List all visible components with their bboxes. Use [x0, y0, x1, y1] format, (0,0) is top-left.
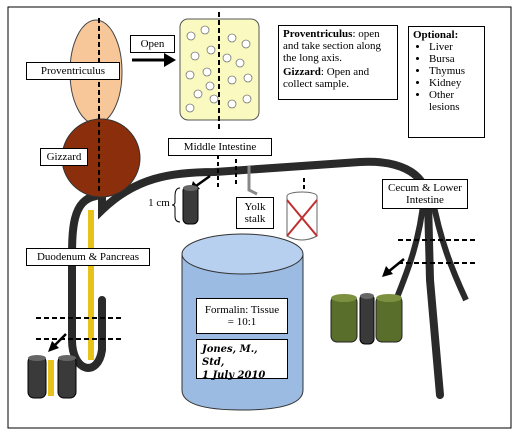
- jar-note-label: Jones, M., Std, 1 July 2010: [196, 339, 288, 381]
- middle-sample-top: [183, 185, 198, 191]
- optional-item: Liver: [429, 41, 480, 53]
- yolk-stalk: [247, 166, 258, 196]
- label-yolk-stalk: Yolk stalk: [236, 197, 274, 229]
- optional-item: Bursa: [429, 53, 480, 65]
- duodenum-samples: [27, 355, 77, 399]
- cecum-arrow: [387, 258, 405, 273]
- one-cm-brace: [171, 187, 181, 223]
- discard-x-2: [286, 199, 318, 237]
- label-gizzard: Gizzard: [40, 148, 88, 166]
- optional-box: Optional: Liver Bursa Thymus Kidney Othe…: [408, 26, 485, 138]
- cecum-samples: [330, 293, 403, 345]
- proventriculus-instruction: Proventriculus: open and take section al…: [283, 28, 382, 64]
- label-proventriculus: Proventriculus: [26, 62, 120, 80]
- optional-item: Other lesions: [429, 89, 480, 113]
- label-middle-intestine: Middle Intestine: [168, 138, 272, 156]
- formalin-ratio-label: Formalin: Tissue = 10:1: [196, 298, 288, 334]
- mucosa-glands: [185, 25, 253, 113]
- outer-frame: [7, 6, 512, 429]
- optional-title: Optional:: [413, 29, 459, 41]
- label-cecum-lower: Cecum & Lower Intestine: [382, 179, 468, 209]
- label-one-cm: 1 cm: [148, 197, 170, 209]
- optional-item: Kidney: [429, 77, 480, 89]
- cecum-arrow-head: [382, 266, 393, 277]
- gizzard-instruction: Gizzard: Open and collect sample.: [283, 66, 370, 90]
- pancreas-strip: [88, 210, 94, 360]
- cecum-branch-right: [429, 195, 469, 302]
- cecum-branch-left: [393, 195, 427, 302]
- label-duodenum-pancreas: Duodenum & Pancreas: [26, 248, 150, 266]
- duodenum-arrow: [53, 333, 67, 347]
- open-arrow-head: [164, 53, 176, 67]
- middle-arrow: [195, 174, 211, 188]
- optional-item: Thymus: [429, 65, 480, 77]
- middle-sample: [182, 185, 199, 225]
- label-open: Open: [130, 35, 175, 53]
- duodenum-arrow-head: [48, 341, 59, 352]
- instruction-box: Proventriculus: open and take section al…: [278, 25, 398, 100]
- optional-list: Liver Bursa Thymus Kidney Other lesions: [413, 41, 480, 113]
